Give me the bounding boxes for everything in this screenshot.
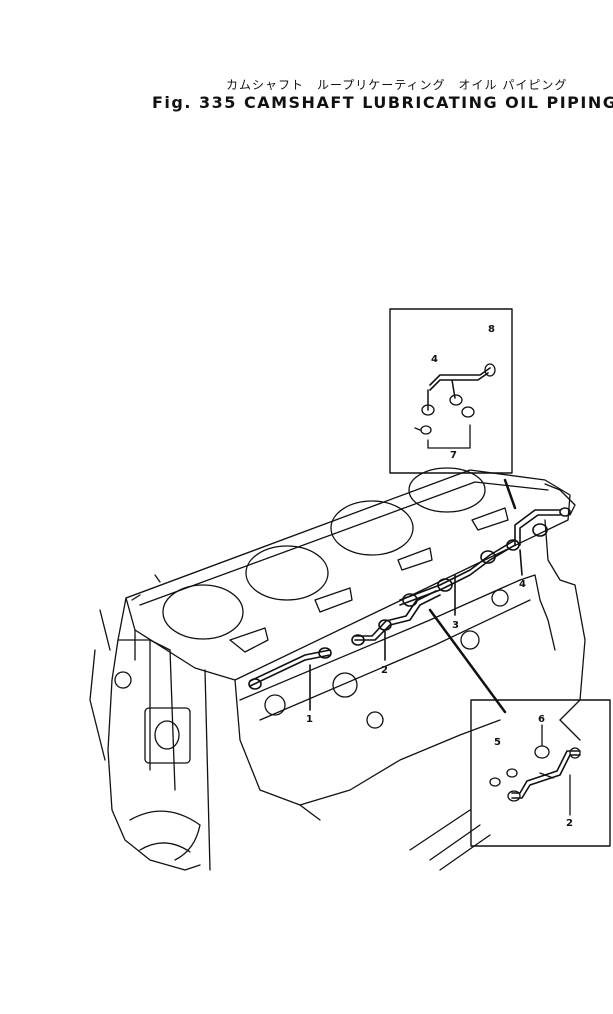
inset-leaders bbox=[428, 478, 517, 714]
callout-7: 7 bbox=[450, 450, 457, 461]
callout-4-upper-inset: 4 bbox=[431, 354, 438, 365]
callout-8: 8 bbox=[488, 324, 495, 335]
callout-5: 5 bbox=[494, 737, 501, 748]
upper-detail-inset bbox=[389, 308, 513, 474]
callout-3: 3 bbox=[452, 620, 459, 631]
callout-4-main: 4 bbox=[519, 579, 526, 590]
callout-6: 6 bbox=[538, 714, 545, 725]
cylinder-block-deck bbox=[125, 467, 576, 681]
callout-2-main: 2 bbox=[381, 665, 388, 676]
lower-detail-inset bbox=[470, 699, 611, 847]
callout-2-lower-inset: 2 bbox=[566, 818, 573, 829]
callout-1: 1 bbox=[306, 714, 313, 725]
figure-title: Fig. 335 CAMSHAFT LUBRICATING OIL PIPING bbox=[152, 93, 613, 112]
cylinder-block-body bbox=[89, 519, 586, 871]
figure-title-japanese: カムシャフト ループリケーティング オイル パイピング bbox=[226, 78, 568, 92]
oil-piping bbox=[248, 507, 571, 711]
